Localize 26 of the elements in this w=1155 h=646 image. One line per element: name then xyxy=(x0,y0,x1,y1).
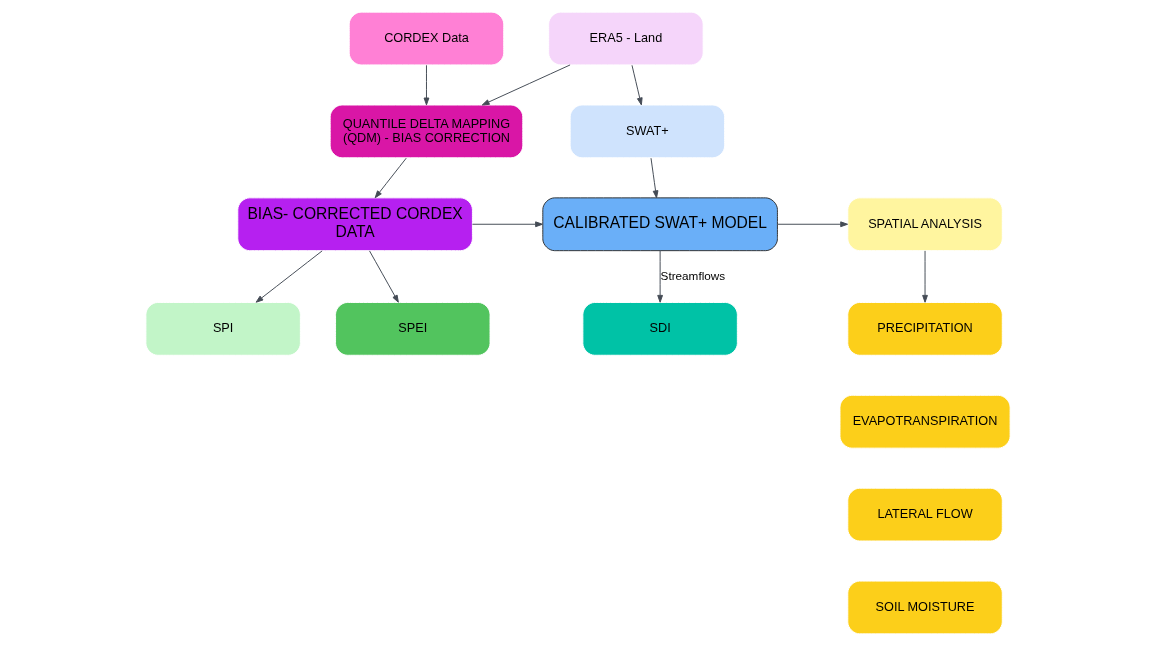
node-box: SWAT+ xyxy=(569,104,725,159)
arrow xyxy=(471,221,543,228)
edge-label: Streamflows xyxy=(660,268,725,282)
node-box: SPI xyxy=(144,302,301,356)
arrow xyxy=(255,250,323,303)
arrow xyxy=(776,221,848,228)
node-box: PRECIPITATION xyxy=(846,302,1003,356)
node-box: CORDEX Data xyxy=(348,11,504,66)
arrow xyxy=(374,157,407,199)
node-box: EVAPOTRANSPIRATION xyxy=(839,394,1011,449)
arrow xyxy=(481,64,571,106)
node-box: SDI xyxy=(581,302,738,356)
arrow xyxy=(631,64,643,106)
node-box: SPATIAL ANALYSIS xyxy=(846,197,1003,252)
arrow xyxy=(656,250,663,303)
node-box: BIAS- CORRECTED CORDEX DATA xyxy=(236,197,473,252)
arrow xyxy=(921,250,928,303)
arrow xyxy=(650,157,658,199)
node-box: LATERAL FLOW xyxy=(846,487,1003,542)
node-box: SOIL MOISTURE xyxy=(846,580,1003,635)
node-box: QUANTILE DELTA MAPPING (QDM) - BIAS CORRECTION xyxy=(329,104,523,159)
node-box: ERA5 - Land xyxy=(547,11,704,66)
arrow xyxy=(368,250,399,303)
arrow xyxy=(423,64,429,106)
node-box: CALIBRATED SWAT+ MODEL xyxy=(541,197,778,252)
node-box: SPEI xyxy=(334,302,490,356)
